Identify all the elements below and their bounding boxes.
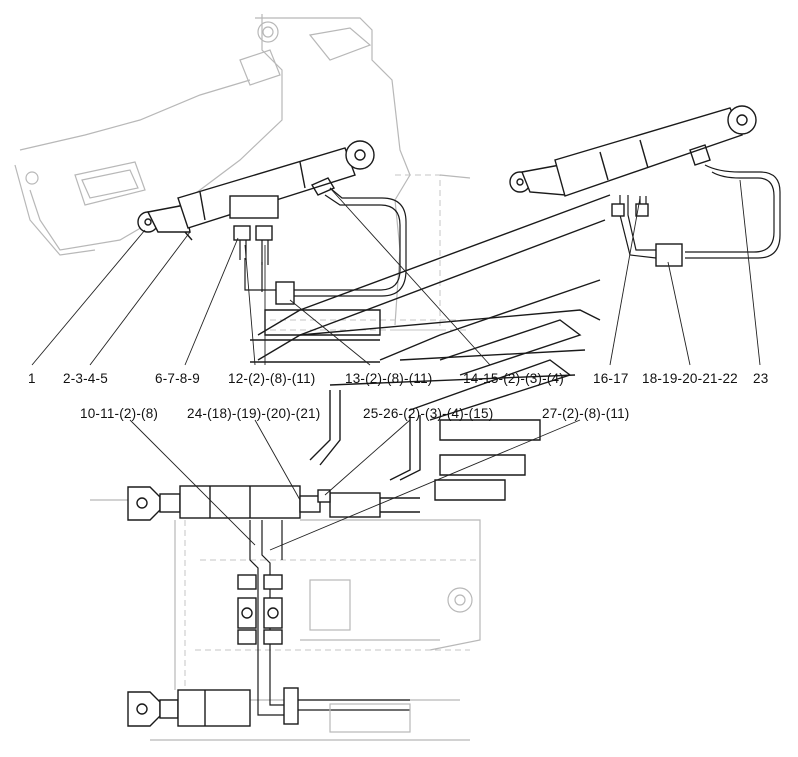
callout-2: 2-3-4-5: [63, 371, 108, 386]
callout-3: 6-7-8-9: [155, 371, 200, 386]
callout-10: 10-11-(2)-(8): [80, 406, 158, 421]
leader-lines: [31, 179, 761, 551]
callout-8: 18-19-20-21-22: [642, 371, 738, 386]
callout-13: 27-(2)-(8)-(11): [542, 406, 630, 421]
callout-1: 1: [28, 371, 36, 386]
callout-11: 24-(18)-(19)-(20)-(21): [187, 406, 320, 421]
callout-5: 13-(2)-(8)-(11): [345, 371, 433, 386]
pipework-right: [611, 164, 781, 267]
control-valve-lower: [237, 520, 410, 725]
callout-12: 25-26-(2)-(3)-(4)-(15): [363, 406, 493, 421]
callout-9: 23: [753, 371, 768, 386]
boom-frame-left: [14, 14, 471, 331]
callout-7: 16-17: [593, 371, 629, 386]
hose-routing-zigzag: [250, 194, 611, 501]
tilt-cylinder-right: [509, 105, 757, 197]
callout-6: 14-15-(2)-(3)-(4): [463, 371, 564, 386]
callout-4: 12-(2)-(8)-(11): [228, 371, 316, 386]
bucket-cylinder-lower: [127, 689, 411, 733]
bucket-cylinder-upper: [127, 485, 420, 521]
control-valve-left: [229, 177, 407, 305]
lift-cylinder-left: [137, 140, 375, 241]
